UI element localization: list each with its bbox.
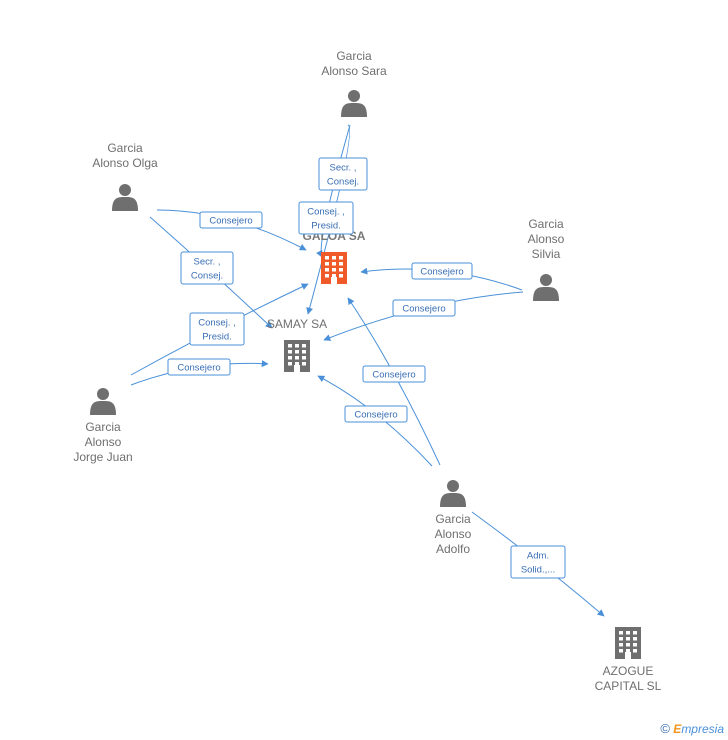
brand-logo-initial: E [673,722,682,736]
edge-label-text: Presid. [311,221,341,232]
person-icon[interactable] [533,274,559,301]
edge-label[interactable]: Consejero [199,211,263,229]
building-icon[interactable] [615,627,641,659]
edge-label-text: Consejero [209,216,252,227]
person-icon[interactable] [440,480,466,507]
edge-label-box[interactable] [180,251,234,285]
edge-label[interactable]: Consej. , Presid. [189,312,245,346]
edge-label-text: Consejero [402,304,445,315]
edge-label-box[interactable] [362,365,426,383]
node-label: Garcia [85,420,121,434]
edge-label[interactable]: Consejero [411,262,473,280]
node-label: Garcia [336,49,372,63]
node-label: Silvia [532,247,561,261]
edge-label-text: Consejero [354,410,397,421]
node-label: CAPITAL SL [595,679,662,693]
node-label: Garcia [107,141,143,155]
node-label: Adolfo [436,542,470,556]
copyright-icon: © [660,721,670,736]
edge-label-text: Consejero [177,363,220,374]
node-label: Alonso [85,435,122,449]
edge-label-text: Consejero [372,370,415,381]
edge-label-box[interactable] [392,299,456,317]
node-label: Alonso [435,527,472,541]
person-icon[interactable] [90,388,116,415]
edge-label-text: Secr. , [194,257,221,268]
edge-label-box[interactable] [298,201,354,235]
edge-label[interactable]: Consejero [392,299,456,317]
edge-label-text: Consejero [420,267,463,278]
node-label: Alonso Sara [321,64,387,78]
brand-logo-text: mpresia [681,722,724,736]
edge-label-text: Consej. [327,177,359,188]
edge-label-text: Adm. [527,551,549,562]
edge-label-text: Presid. [202,332,232,343]
footer-brand: © Empresia [660,721,724,736]
edge-label-box[interactable] [344,405,408,423]
edge-label-box[interactable] [510,545,566,579]
building-icon[interactable] [284,340,310,372]
edge-label-box[interactable] [199,211,263,229]
node-label: SAMAY SA [267,317,327,331]
edge-label-text: Consej. [191,271,223,282]
building-icon[interactable] [321,252,347,284]
node-label: Garcia [435,512,471,526]
edge-label[interactable]: Consej. , Presid. [298,201,354,235]
person-icon[interactable] [341,90,367,117]
node-label: Jorge Juan [73,450,132,464]
edge-label-text: Consej. , [198,318,236,329]
node-label: Alonso [528,232,565,246]
edge-label[interactable]: Secr. , Consej. [318,157,368,191]
edge-label[interactable]: Consejero [167,358,231,376]
edge-label[interactable]: Consejero [344,405,408,423]
node-label: Garcia [528,217,564,231]
node-galoa[interactable]: GALOA SA [303,229,366,284]
edge-label-box[interactable] [411,262,473,280]
node-label: AZOGUE [603,664,654,678]
node-label: Alonso Olga [92,156,158,170]
edge-label[interactable]: Adm. Solid.,... [510,545,566,579]
edge-label-text: Secr. , [330,163,357,174]
edge-label-text: Consej. , [307,207,345,218]
person-icon[interactable] [112,184,138,211]
edge-label-box[interactable] [189,312,245,346]
edge-label[interactable]: Secr. , Consej. [180,251,234,285]
edge-label-box[interactable] [318,157,368,191]
edge-label[interactable]: Consejero [362,365,426,383]
node-samay[interactable]: SAMAY SA [267,317,327,372]
edge-label-text: Solid.,... [521,565,555,576]
edge-label-box[interactable] [167,358,231,376]
